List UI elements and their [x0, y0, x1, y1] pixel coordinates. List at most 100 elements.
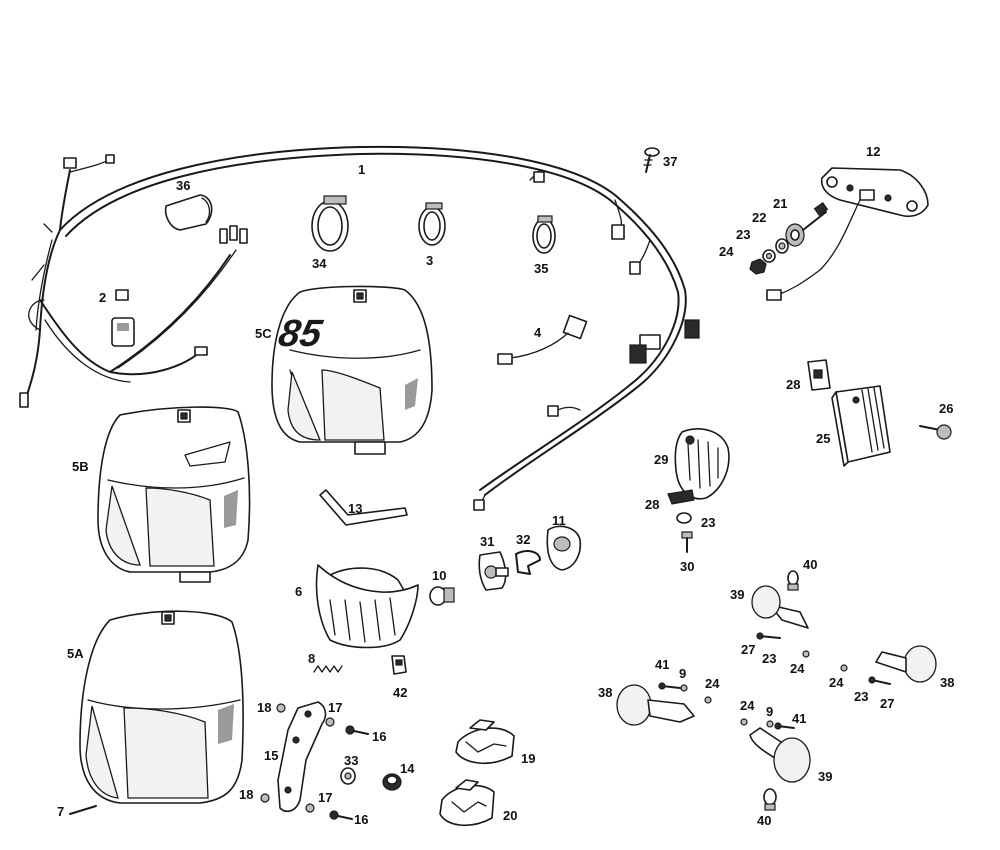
label-part-41-left: 41: [655, 657, 670, 672]
part-26-bolt: [919, 424, 952, 440]
label-part-41-right: 41: [792, 711, 807, 726]
part-23-washer-horn: [676, 512, 692, 524]
label-part-27-upper: 27: [741, 642, 756, 657]
label-part-42: 42: [393, 685, 408, 700]
headlight-5c: 85: [271, 285, 433, 455]
label-part-34: 34: [312, 256, 327, 271]
part-28-clip-horn: [667, 489, 695, 505]
indicator-38-right: [875, 645, 937, 683]
label-part-28-horn: 28: [645, 497, 660, 512]
part-8-spring: [313, 665, 343, 673]
label-part-6: 6: [295, 584, 303, 599]
part-32-bracket: [515, 550, 541, 575]
label-part-38-right: 38: [940, 675, 955, 690]
label-part-3: 3: [426, 253, 434, 268]
label-part-5a: 5A: [67, 646, 84, 661]
label-part-40-lower: 40: [757, 813, 772, 828]
label-part-16-top: 16: [372, 729, 387, 744]
part-30-bolt: [681, 531, 693, 553]
label-part-39-lower: 39: [818, 769, 833, 784]
part-33-bush: [340, 767, 356, 785]
part-16-bolt-top: [345, 725, 369, 735]
indicator-38-left: [616, 684, 695, 726]
label-part-24-tail: 24: [719, 244, 734, 259]
label-part-12: 12: [866, 144, 881, 159]
part-11-switch: [546, 525, 582, 571]
label-part-4: 4: [534, 325, 542, 340]
label-part-38-left: 38: [598, 685, 613, 700]
part-10-bulb: [429, 586, 455, 606]
label-part-35: 35: [534, 261, 549, 276]
label-part-1: 1: [358, 162, 366, 177]
part-37-screw: [643, 147, 660, 173]
label-part-15: 15: [264, 748, 279, 763]
indicator-39-upper: [751, 585, 809, 629]
label-part-26: 26: [939, 401, 954, 416]
label-part-2: 2: [99, 290, 107, 305]
part-17-washer-bottom: [305, 803, 315, 813]
part-35-clamp: [532, 215, 556, 254]
label-part-25: 25: [816, 431, 831, 446]
part-18-nut-bottom: [260, 793, 270, 803]
label-part-17-bottom: 17: [318, 790, 333, 805]
label-part-11: 11: [552, 513, 566, 528]
label-part-23-horn: 23: [701, 515, 716, 530]
label-part-5b: 5B: [72, 459, 89, 474]
label-part-24-upper: 24: [790, 661, 805, 676]
label-part-7: 7: [57, 804, 65, 819]
part-34-clamp: [311, 195, 349, 252]
label-part-22: 22: [752, 210, 767, 225]
part-20-bracket: [439, 779, 495, 826]
part-18-nut-top: [276, 703, 286, 713]
bulb-40-upper: [787, 570, 799, 591]
label-part-8: 8: [308, 651, 316, 666]
part-31-switch: [478, 551, 509, 591]
label-part-5c: 5C: [255, 326, 272, 341]
part-13-allen-key: [319, 489, 408, 526]
indicator-fixings: [658, 632, 891, 730]
label-part-13: 13: [348, 501, 363, 516]
label-part-23-right: 23: [854, 689, 869, 704]
part-29-horn: [674, 428, 730, 500]
label-part-21: 21: [773, 196, 788, 211]
label-part-10: 10: [432, 568, 447, 583]
part-25-regulator: [831, 385, 891, 467]
label-part-30: 30: [680, 559, 695, 574]
part-16-bolt-bottom: [329, 810, 353, 820]
part-12-tail-light: [766, 167, 929, 301]
label-part-17-top: 17: [328, 700, 343, 715]
part-4-connector: [497, 314, 588, 365]
part-36-boot: [164, 194, 213, 231]
part-7-pin: [69, 805, 97, 815]
label-part-27-right: 27: [880, 696, 895, 711]
label-part-31: 31: [480, 534, 495, 549]
label-part-37: 37: [663, 154, 678, 169]
label-part-33: 33: [344, 753, 359, 768]
label-part-24-left: 24: [705, 676, 720, 691]
label-part-24-lower: 24: [740, 698, 755, 713]
label-part-24-right: 24: [829, 675, 844, 690]
label-part-18-top: 18: [257, 700, 272, 715]
label-part-14: 14: [400, 761, 415, 776]
label-part-18-bottom: 18: [239, 787, 254, 802]
headlight-5b: [97, 406, 251, 583]
bulb-40-lower: [763, 788, 777, 811]
headlight-5a: [79, 610, 244, 804]
indicator-39-lower: [749, 727, 811, 783]
label-part-23-upper: 23: [762, 651, 777, 666]
part-24-nut: [749, 258, 767, 275]
part-17-washer-top: [325, 717, 335, 727]
part-19-bracket: [455, 719, 515, 765]
label-part-9-left: 9: [679, 666, 687, 681]
part-14-grommet: [382, 773, 402, 791]
label-part-19: 19: [521, 751, 536, 766]
headlight-5c-number: 85: [275, 312, 325, 355]
label-part-28-regulator: 28: [786, 377, 801, 392]
part-2-clip: [115, 289, 129, 301]
label-part-39-upper: 39: [730, 587, 745, 602]
label-part-16-bottom: 16: [354, 812, 369, 827]
part-21-grommet: [785, 202, 829, 247]
label-part-20: 20: [503, 808, 518, 823]
label-part-36: 36: [176, 178, 191, 193]
